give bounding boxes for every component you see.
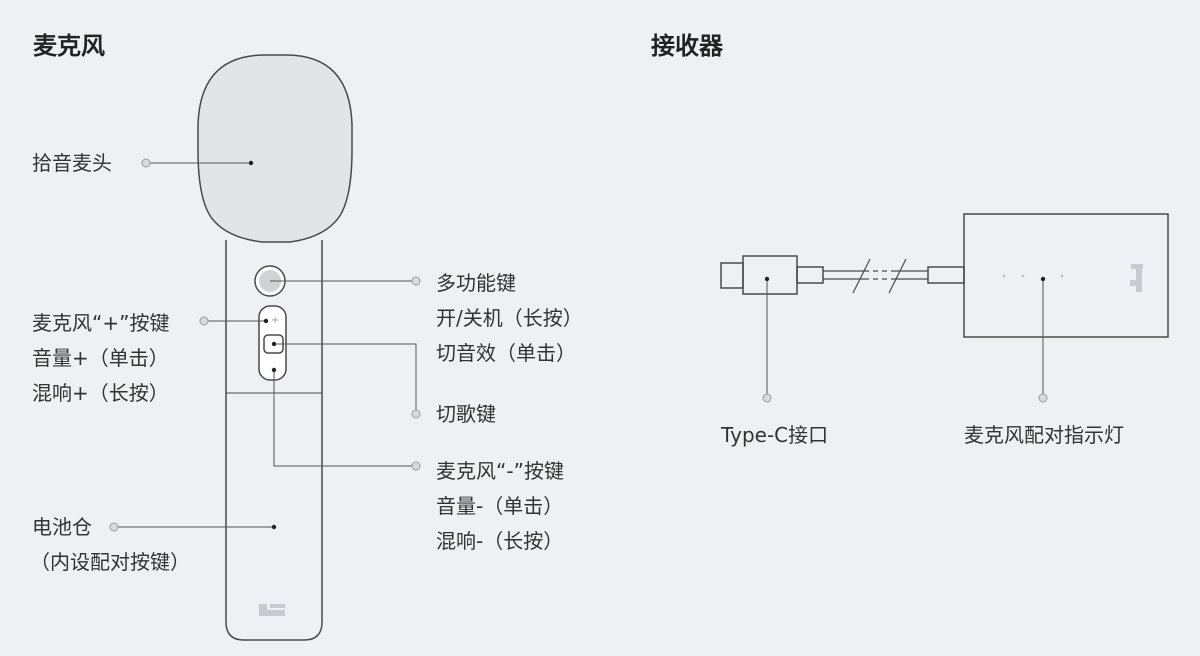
label-minus-key: 麦克风“-”按键 音量-（单击） 混响-（长按） xyxy=(436,454,564,559)
label-battery: 电池仓 （内设配对按键） xyxy=(30,510,190,580)
label-switch-song-key: 切歌键 xyxy=(436,402,496,426)
label-line: 音量+（单击） xyxy=(32,346,169,370)
label-line: 麦克风“-”按键 xyxy=(436,459,564,483)
leader-switch-song xyxy=(274,343,417,414)
label-line: 多功能键 xyxy=(436,271,516,295)
type-c-connector xyxy=(720,262,744,289)
label-multi-function-key: 多功能键 开/关机（长按） 切音效（单击） xyxy=(436,266,583,371)
cable xyxy=(823,258,928,294)
microphone-head xyxy=(197,54,353,243)
label-pair-light: 麦克风配对指示灯 xyxy=(964,423,1124,447)
receiver-body xyxy=(963,213,1169,338)
label-pickup-head: 拾音麦头 xyxy=(32,151,112,175)
label-line: 开/关机（长按） xyxy=(436,306,583,330)
receiver-logo-icon xyxy=(1130,264,1143,292)
cable-strain-relief-left xyxy=(796,266,824,284)
label-type-c: Type-C接口 xyxy=(721,423,829,447)
microphone-handle xyxy=(225,240,323,641)
label-line: （内设配对按键） xyxy=(30,550,190,574)
section-title-receiver: 接收器 xyxy=(651,32,723,60)
plus-glyph-icon: + xyxy=(271,315,279,326)
section-title-microphone: 麦克风 xyxy=(33,32,105,60)
label-line: 混响+（长按） xyxy=(32,381,169,405)
brand-logo-icon xyxy=(259,604,285,616)
label-line: 麦克风“+”按键 xyxy=(32,311,170,335)
label-plus-key: 麦克风“+”按键 音量+（单击） 混响+（长按） xyxy=(32,306,169,411)
cable-strain-relief-right xyxy=(927,266,965,284)
label-line: 电池仓 xyxy=(32,515,92,539)
label-line: 混响-（长按） xyxy=(436,529,564,553)
leader-minus-key xyxy=(273,370,416,467)
label-line: 音量-（单击） xyxy=(436,494,564,518)
label-line: 切音效（单击） xyxy=(436,341,576,365)
type-c-plug-housing xyxy=(742,255,798,295)
